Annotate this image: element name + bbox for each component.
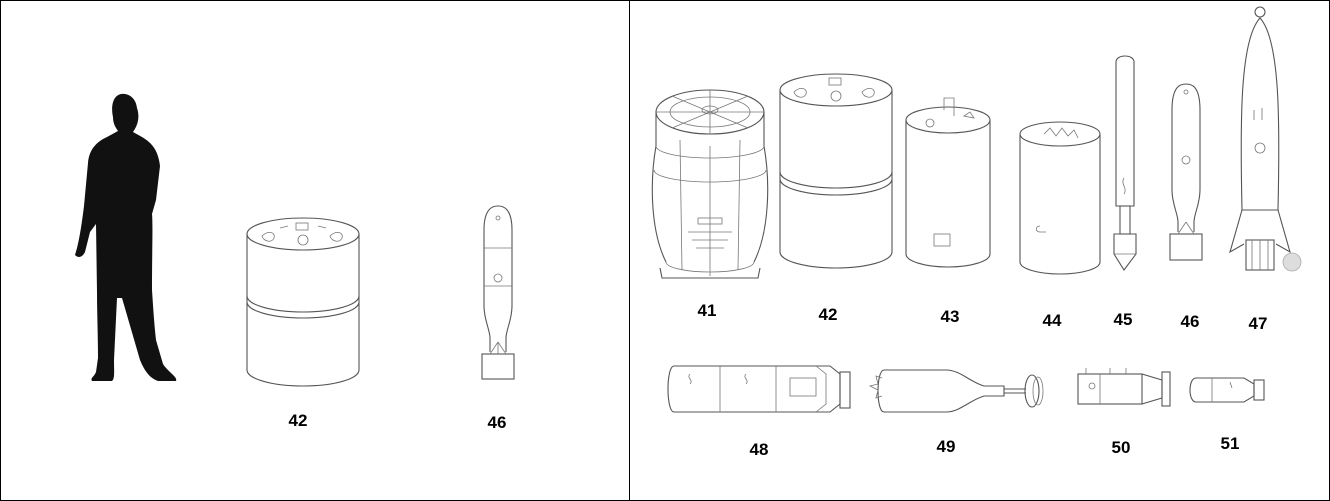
canister-47-drawing bbox=[1229, 6, 1302, 272]
panel-divider bbox=[629, 0, 630, 501]
label-47: 47 bbox=[1248, 314, 1268, 333]
left-panel-scale-comparison: 42 46 bbox=[0, 0, 629, 501]
label-49: 49 bbox=[936, 437, 956, 456]
canister-43-drawing bbox=[905, 97, 991, 268]
canister-51-drawing bbox=[1189, 377, 1265, 403]
canister-48-drawing bbox=[667, 365, 851, 413]
right-panel-drawing bbox=[651, 6, 1302, 413]
label-42: 42 bbox=[818, 305, 838, 324]
human-silhouette bbox=[75, 93, 177, 381]
canister-46-drawing bbox=[481, 205, 515, 380]
label-50: 50 bbox=[1111, 438, 1131, 457]
right-panel-catalog: 41 42 43 44 45 46 47 48 49 50 51 bbox=[630, 0, 1330, 501]
label-42: 42 bbox=[288, 411, 308, 430]
canister-41-drawing bbox=[651, 89, 769, 279]
canister-46-catalog-drawing bbox=[1169, 83, 1203, 261]
label-41: 41 bbox=[697, 301, 717, 320]
canister-42-catalog-drawing bbox=[779, 73, 893, 269]
canister-45-drawing bbox=[1113, 55, 1137, 271]
canister-42-drawing bbox=[246, 217, 360, 387]
label-43: 43 bbox=[940, 307, 960, 326]
canister-50-drawing bbox=[1077, 368, 1171, 407]
canister-49-drawing bbox=[868, 369, 1044, 413]
label-44: 44 bbox=[1042, 311, 1062, 330]
label-45: 45 bbox=[1113, 310, 1133, 329]
label-51: 51 bbox=[1220, 434, 1240, 453]
canister-44-drawing bbox=[1019, 121, 1101, 275]
left-panel-drawing bbox=[75, 93, 515, 387]
label-48: 48 bbox=[749, 440, 769, 459]
label-46: 46 bbox=[487, 413, 507, 432]
label-46: 46 bbox=[1180, 312, 1200, 331]
